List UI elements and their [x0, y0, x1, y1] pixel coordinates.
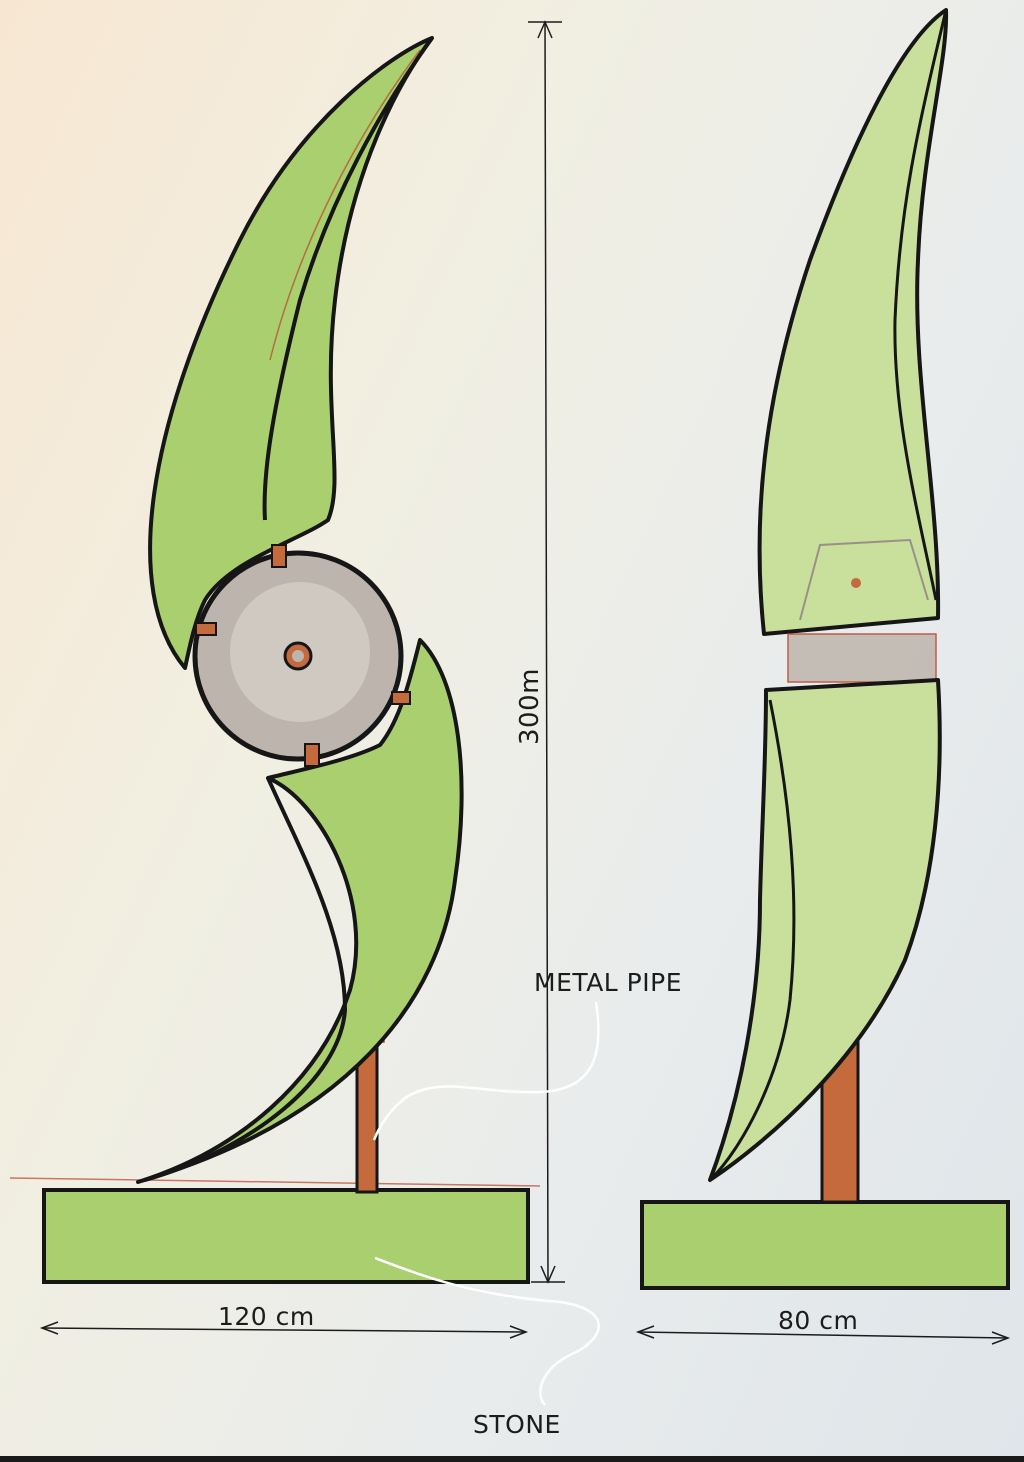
- side-width-arrow-right: [991, 1331, 1011, 1345]
- side-view: [640, 8, 1010, 1290]
- front-upper-blade: [148, 36, 434, 670]
- side-hub-band: [787, 633, 937, 683]
- side-stone-base: [640, 1200, 1010, 1290]
- height-dimension-line: [544, 21, 549, 1283]
- side-bolt-upper: [851, 578, 861, 588]
- front-width-label: 120 cm: [218, 1302, 315, 1331]
- front-bracket-right: [391, 691, 411, 705]
- side-upper-blade-inner: [893, 9, 948, 601]
- front-view: [9, 36, 541, 1284]
- front-ground-line: [9, 1177, 541, 1187]
- side-width-label: 80 cm: [778, 1306, 859, 1335]
- metal-pipe-label: METAL PIPE: [534, 968, 682, 997]
- stone-callout-line: [374, 1256, 600, 1406]
- front-hub-bolt-hole: [292, 650, 304, 662]
- height-dimension-label: 300m: [515, 668, 545, 745]
- side-width-line: [637, 1331, 1009, 1339]
- side-width-arrow-left: [635, 1325, 655, 1339]
- front-width-arrow-left: [39, 1321, 59, 1335]
- front-width-arrow-right: [509, 1325, 529, 1339]
- side-lower-blade-inner: [710, 699, 796, 1180]
- side-upper-blade: [757, 8, 949, 636]
- front-bracket-left: [195, 622, 217, 636]
- side-hub-upper: [799, 538, 929, 621]
- bottom-border: [0, 1456, 1024, 1462]
- front-bracket-bottom: [304, 743, 320, 767]
- side-lower-blade: [708, 678, 942, 1182]
- dimension-lines: [39, 20, 1011, 1345]
- front-upper-blade-inner: [262, 36, 434, 521]
- callout-lines: [372, 1001, 600, 1406]
- front-stone-base: [42, 1188, 530, 1284]
- front-upper-blade-pencil: [269, 49, 421, 361]
- stone-label: STONE: [473, 1410, 561, 1439]
- front-width-line: [41, 1327, 527, 1333]
- front-lower-blade-inner: [144, 777, 348, 1182]
- pipe-callout-line: [372, 1001, 600, 1141]
- front-bracket-top: [271, 544, 287, 568]
